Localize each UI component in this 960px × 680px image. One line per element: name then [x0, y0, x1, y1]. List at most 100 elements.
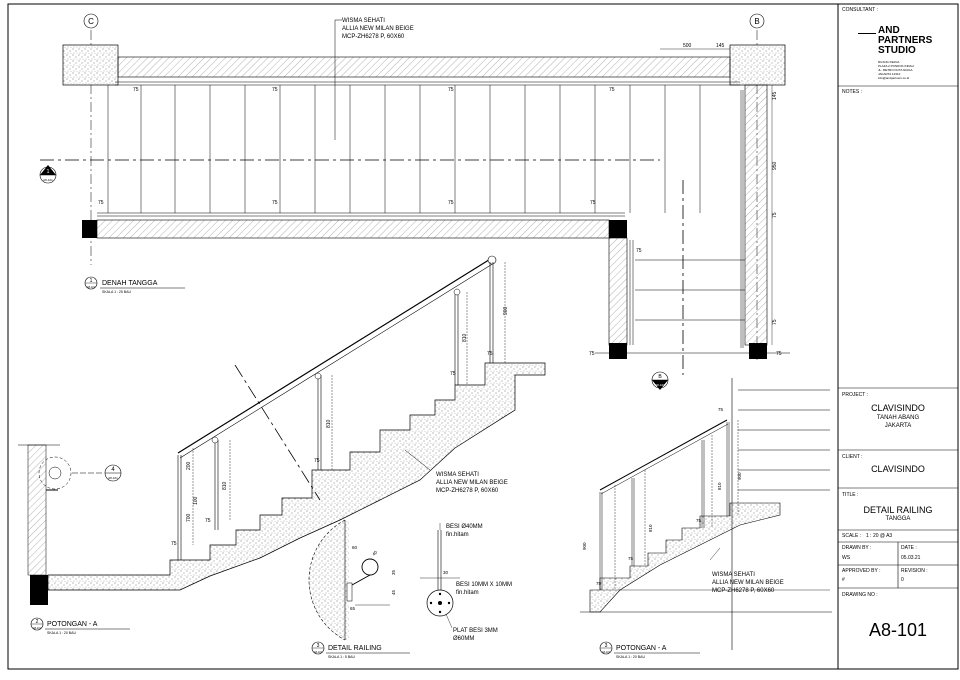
revision-label: REVISION : [901, 568, 928, 574]
project-location-1: TANAH ABANG [876, 415, 920, 421]
note-section2-3: MCP-ZH6278 P, 60X60 [712, 588, 775, 594]
logo-line-1: AND [878, 25, 900, 36]
svg-text:75: 75 [171, 541, 177, 547]
svg-text:4: 4 [111, 467, 115, 473]
svg-text:A8-101: A8-101 [655, 383, 665, 387]
drawing-no-label: DRAWING NO : [842, 592, 878, 598]
svg-text:75: 75 [314, 458, 320, 464]
note-fin1: fin.hitam [446, 532, 469, 538]
svg-text:900: 900 [582, 542, 587, 550]
svg-text:75: 75 [133, 87, 139, 93]
project-name: CLAVISINDO [871, 403, 925, 413]
svg-text:75: 75 [448, 200, 454, 206]
svg-text:75: 75 [590, 200, 596, 206]
post-bottom-right [749, 343, 767, 359]
svg-text:3: 3 [317, 643, 320, 649]
svg-text:SKALA 1 : 25 BAU: SKALA 1 : 25 BAU [102, 290, 131, 294]
right-wall [744, 84, 768, 346]
svg-text:A8-101: A8-101 [33, 627, 42, 630]
svg-text:3: 3 [605, 643, 608, 649]
detail-railing: 60 40 65 35 45 30 BESI Ø40MM fin.hitam B… [308, 519, 512, 659]
note-plat2: Ø60MM [453, 636, 474, 642]
note-plan-1: WISMA SEHATI [342, 18, 385, 24]
svg-text:SKALA 1 : 5 BAU: SKALA 1 : 5 BAU [328, 655, 356, 659]
scale-value: 1 : 20 @ A3 [866, 533, 893, 539]
svg-text:75: 75 [776, 351, 782, 357]
svg-text:1: 1 [47, 169, 50, 175]
svg-text:75: 75 [487, 351, 493, 357]
plan-view: C B [39, 13, 790, 390]
svg-text:75: 75 [205, 518, 211, 524]
client-name: CLAVISINDO [871, 464, 925, 474]
svg-text:75: 75 [636, 248, 642, 254]
svg-text:100: 100 [193, 496, 199, 505]
date-label: DATE : [901, 545, 917, 551]
drawn-by-label: DRAWN BY : [842, 545, 872, 551]
view-title-section-a1: 2 A8-101 POTONGAN - A SKALA 1 : 20 BAU [30, 617, 130, 635]
svg-text:810: 810 [462, 333, 468, 342]
lower-wall [96, 219, 610, 239]
svg-text:75: 75 [272, 200, 278, 206]
sheet-border [7, 3, 959, 670]
svg-text:DENAH TANGGA: DENAH TANGGA [102, 280, 158, 287]
svg-text:45: 45 [391, 589, 396, 595]
title-block-lines [838, 85, 958, 589]
drawing-number: A8-101 [868, 620, 928, 640]
svg-text:75: 75 [272, 87, 278, 93]
svg-text:75: 75 [696, 518, 702, 523]
svg-text:SKALA 1 : 20 BAU: SKALA 1 : 20 BAU [616, 655, 645, 659]
svg-text:40: 40 [371, 549, 378, 556]
svg-text:75: 75 [596, 581, 602, 586]
detail-marker-4[interactable]: 4 A8-101 [104, 464, 122, 482]
drawing-subtitle: TANGGA [885, 516, 911, 522]
grid-label-b: B [754, 17, 759, 26]
section-marker-1[interactable]: 1 A8-101 [39, 165, 57, 184]
title-block: CONSULTANT : AND PARTNERS STUDIO RUANG K… [838, 0, 958, 673]
approved-by-label: APPROVED BY : [842, 568, 881, 574]
logo-rule [858, 33, 876, 34]
svg-text:B: B [658, 374, 662, 380]
svg-text:145: 145 [772, 91, 778, 100]
note-besi10: BESI 10MM X 10MM [456, 582, 512, 588]
section-a-large: 200 100 700 810 810 810 900 75 75 75 75 … [18, 255, 546, 635]
svg-text:75: 75 [628, 556, 634, 561]
note-fin2: fin.hitam [456, 590, 479, 596]
project-location-2: JAKARTA [884, 423, 912, 429]
post-lower-mid [609, 220, 627, 238]
section-a-small: 900 810 810 900 75 75 75 75 WISMA SEHATI… [580, 378, 832, 659]
svg-text:A8-101: A8-101 [314, 651, 323, 654]
svg-text:810: 810 [222, 481, 228, 490]
grid-bubble-c [83, 13, 99, 29]
svg-text:1: 1 [90, 278, 93, 284]
view-title-plan: 1 A8-101 DENAH TANGGA SKALA 1 : 25 BAU [84, 276, 185, 294]
logo-line-2: PARTNERS [878, 35, 933, 46]
revision-value: 0 [901, 577, 904, 583]
svg-text:75: 75 [772, 212, 778, 218]
svg-text:810: 810 [717, 482, 722, 490]
drawing-title: DETAIL RAILING [863, 505, 933, 515]
svg-text:75: 75 [448, 87, 454, 93]
note-section1-3: MCP-ZH6278 P, 60X60 [436, 488, 499, 494]
svg-text:810: 810 [648, 524, 653, 532]
svg-text:35: 35 [391, 569, 396, 575]
column-top-left [62, 44, 119, 86]
svg-text:A8-101: A8-101 [43, 178, 53, 182]
note-besi40: BESI Ø40MM [446, 524, 483, 530]
post-bottom-left [609, 343, 627, 359]
section-marker-b[interactable]: B A8-101 [651, 371, 669, 390]
post-lower-left [82, 220, 97, 238]
date-value: 05.03.21 [901, 555, 921, 561]
note-plan-3: MCP-ZH6278 P, 60X60 [342, 34, 405, 40]
svg-text:60: 60 [352, 545, 358, 550]
svg-text:75: 75 [589, 351, 595, 357]
svg-text:SKALA 1 : 20 BAU: SKALA 1 : 20 BAU [47, 631, 76, 635]
svg-text:A8-101: A8-101 [602, 651, 611, 654]
view-title-detail: 3 A8-101 DETAIL RAILING SKALA 1 : 5 BAU [311, 641, 410, 659]
notes-label: NOTES : [842, 89, 863, 95]
svg-text:75: 75 [772, 319, 778, 325]
svg-text:30: 30 [443, 570, 449, 575]
view-title-section-a2: 3 A8-101 POTONGAN - A SKALA 1 : 20 BAU [599, 641, 700, 659]
approved-by-value: # [842, 577, 845, 583]
